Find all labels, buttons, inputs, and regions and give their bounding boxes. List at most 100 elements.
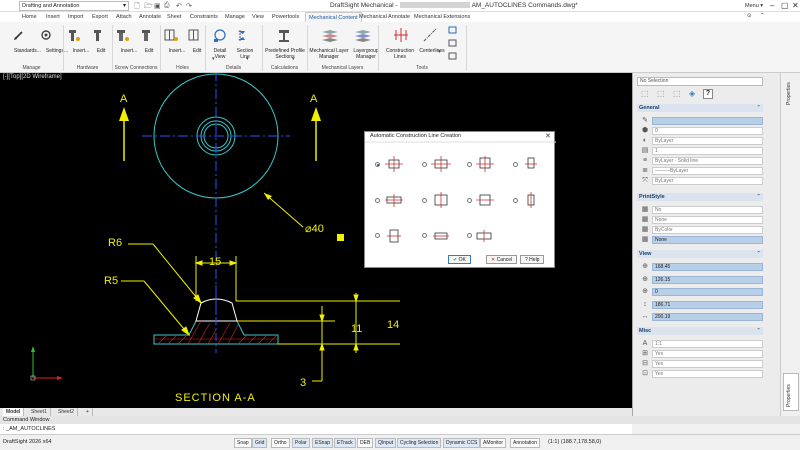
ribbon-help-icon[interactable]: ⊙ <box>747 13 752 19</box>
status-toggle-esnap[interactable]: ESnap <box>312 438 334 448</box>
selection-dropdown[interactable]: No Selection <box>637 77 763 86</box>
add-sheet-button[interactable]: + <box>83 408 93 416</box>
cancel-button[interactable]: ✕ Cancel <box>486 255 518 264</box>
tab-import[interactable]: Import <box>68 14 84 20</box>
ribbon-button-edit-3[interactable]: Edit <box>90 48 112 54</box>
option-radio-2[interactable] <box>422 162 427 167</box>
small-tool-icon-3[interactable] <box>448 52 457 60</box>
tab-view[interactable]: View <box>252 14 264 20</box>
save-icon[interactable]: ▣ <box>154 3 161 10</box>
view_rows-field[interactable]: 200.19 <box>652 313 763 321</box>
ribbon-button-layergroup-manager-12[interactable]: Layergroup Manager <box>345 48 387 60</box>
sheet-tab-sheet2[interactable]: Sheet2 <box>55 408 78 416</box>
ribbon-button-insert-4[interactable]: Insert... <box>113 48 145 54</box>
new-file-icon[interactable]: 🗋 <box>134 3 140 10</box>
print_rows-field[interactable]: None <box>652 216 763 224</box>
tab-sheet[interactable]: Sheet <box>167 14 182 20</box>
ribbon-button-mechanical-layer-manager-11[interactable]: Mechanical Layer Manager <box>309 48 349 60</box>
tab-mechanical-annotate[interactable]: Mechanical Annotate <box>359 14 411 20</box>
prop-group-printstyle[interactable]: PrintStyle⌃ <box>637 193 763 201</box>
help-button[interactable]: ? Help <box>520 255 545 264</box>
sheet-tab-model[interactable]: Model <box>3 408 25 416</box>
misc_rows-field[interactable]: Yes <box>652 350 763 358</box>
print_rows-field[interactable]: ByColor <box>652 226 763 234</box>
status-toggle-polar[interactable]: Polar <box>292 438 310 448</box>
ribbon-button-edit-5[interactable]: Edit <box>137 48 161 54</box>
tab-mechanical-content[interactable]: Mechanical Content <box>305 12 362 22</box>
general_rows-field[interactable]: 0 <box>652 127 763 135</box>
redo-icon[interactable]: ↷ <box>186 3 192 10</box>
view_rows-field[interactable]: 186.71 <box>652 300 763 309</box>
status-toggle-grid[interactable]: Grid <box>252 438 268 448</box>
ribbon-button-section-line-9[interactable]: Section Line <box>233 48 257 60</box>
small-tool-icon-1[interactable] <box>448 26 457 34</box>
tab-annotate[interactable]: Annotate <box>139 14 162 20</box>
status-toggle-deb[interactable]: DEB <box>357 438 374 448</box>
ribbon-button-predefined-profile-sections-10[interactable]: Predefined Profile Sections <box>264 48 306 60</box>
ribbon-button-insert-2[interactable]: Insert... <box>64 48 98 54</box>
ribbon-button-settings-1[interactable]: Settings... <box>33 48 81 54</box>
general_rows-field[interactable]: 1 <box>652 147 763 155</box>
prop-group-general[interactable]: General⌃ <box>637 104 763 112</box>
tab-insert[interactable]: Insert <box>46 14 60 20</box>
ribbon-button-standards-0[interactable]: Standards... <box>5 48 50 54</box>
option-radio-6[interactable] <box>422 198 427 203</box>
tab-manage[interactable]: Manage <box>225 14 245 20</box>
status-toggle-qinput[interactable]: QInput <box>375 438 397 448</box>
view_rows-field[interactable]: 126.15 <box>652 275 763 284</box>
general_rows-field[interactable]: ———ByLayer <box>652 167 763 175</box>
select-objects-icon[interactable]: ⬚ <box>641 89 649 98</box>
option-radio-3[interactable] <box>467 162 472 167</box>
status-toggle-annotation[interactable]: Annotation <box>510 438 540 448</box>
small-tool-icon-2[interactable] <box>448 39 457 47</box>
status-toggle-etrack[interactable]: ETrack <box>334 438 356 448</box>
tab-powertools[interactable]: Powertools <box>272 14 300 20</box>
workspace-dropdown[interactable]: Drafting and Annotation▾ <box>19 1 129 11</box>
general_rows-field[interactable]: ByLayer <box>652 177 763 185</box>
tab-constraints[interactable]: Constraints <box>190 14 218 20</box>
general_rows-field[interactable] <box>652 117 763 125</box>
option-radio-9[interactable] <box>375 233 380 238</box>
print_rows-field[interactable]: None <box>652 236 763 244</box>
help-icon[interactable]: ? <box>703 89 713 99</box>
viewport-label[interactable]: [-][Top][2D Wireframe] <box>3 74 62 80</box>
dialog-close-icon[interactable]: ✕ <box>545 133 551 140</box>
close-icon[interactable]: ✕ <box>792 1 799 10</box>
option-radio-10[interactable] <box>422 233 427 238</box>
ribbon-button-detail-view-8[interactable]: Detail View <box>208 48 232 60</box>
misc_rows-field[interactable]: Yes <box>652 360 763 368</box>
quick-select-icon[interactable]: ⬚ <box>657 89 665 98</box>
ribbon-button-insert-6[interactable]: Insert... <box>161 48 193 54</box>
ribbon-button-construction-lines-13[interactable]: Construction Lines <box>382 48 418 60</box>
rail-label-bottom[interactable]: Properties <box>786 384 792 407</box>
ok-button[interactable]: ✔ OK <box>448 255 471 264</box>
status-toggle-snap[interactable]: Snap <box>234 438 252 448</box>
option-radio-4[interactable] <box>513 162 518 167</box>
command-line[interactable]: : _AM_AUTOCLINES <box>3 426 56 432</box>
menu-button[interactable]: Menu ▾ <box>745 3 764 9</box>
general_rows-field[interactable]: ByLayer <box>652 137 763 145</box>
ribbon-button-centerlines-14[interactable]: Centerlines <box>415 48 449 54</box>
misc_rows-field[interactable]: 1:1 <box>652 340 763 348</box>
misc_rows-field[interactable]: Yes <box>652 370 763 378</box>
selection-grip[interactable] <box>337 234 344 241</box>
status-toggle-dynamic-ccs[interactable]: Dynamic CCS <box>443 438 481 448</box>
maximize-icon[interactable]: ▢ <box>781 1 789 10</box>
view_rows-field[interactable]: 168.45 <box>652 263 763 271</box>
prop-group-view[interactable]: View⌃ <box>637 250 763 258</box>
status-toggle-amonitor[interactable]: AMonitor <box>480 438 507 448</box>
ribbon-button-edit-7[interactable]: Edit <box>185 48 209 54</box>
option-radio-11[interactable] <box>467 233 472 238</box>
tab-attach[interactable]: Attach <box>116 14 132 20</box>
print_rows-field[interactable]: No <box>652 206 763 214</box>
toggle-pickadd-icon[interactable]: ⬚ <box>673 89 681 98</box>
view_rows-field[interactable]: 0 <box>652 288 763 296</box>
status-toggle-ortho[interactable]: Ortho <box>271 438 290 448</box>
tab-mechanical-extensions[interactable]: Mechanical Extensions <box>414 14 471 20</box>
status-toggle-cycling-selection[interactable]: Cycling Selection <box>397 438 442 448</box>
ribbon-collapse-icon[interactable]: ⌃ <box>760 13 765 19</box>
prop-group-misc[interactable]: Misc⌃ <box>637 327 763 335</box>
undo-icon[interactable]: ↶ <box>176 3 182 10</box>
minimize-icon[interactable]: – <box>770 1 775 10</box>
option-radio-5[interactable] <box>375 198 380 203</box>
